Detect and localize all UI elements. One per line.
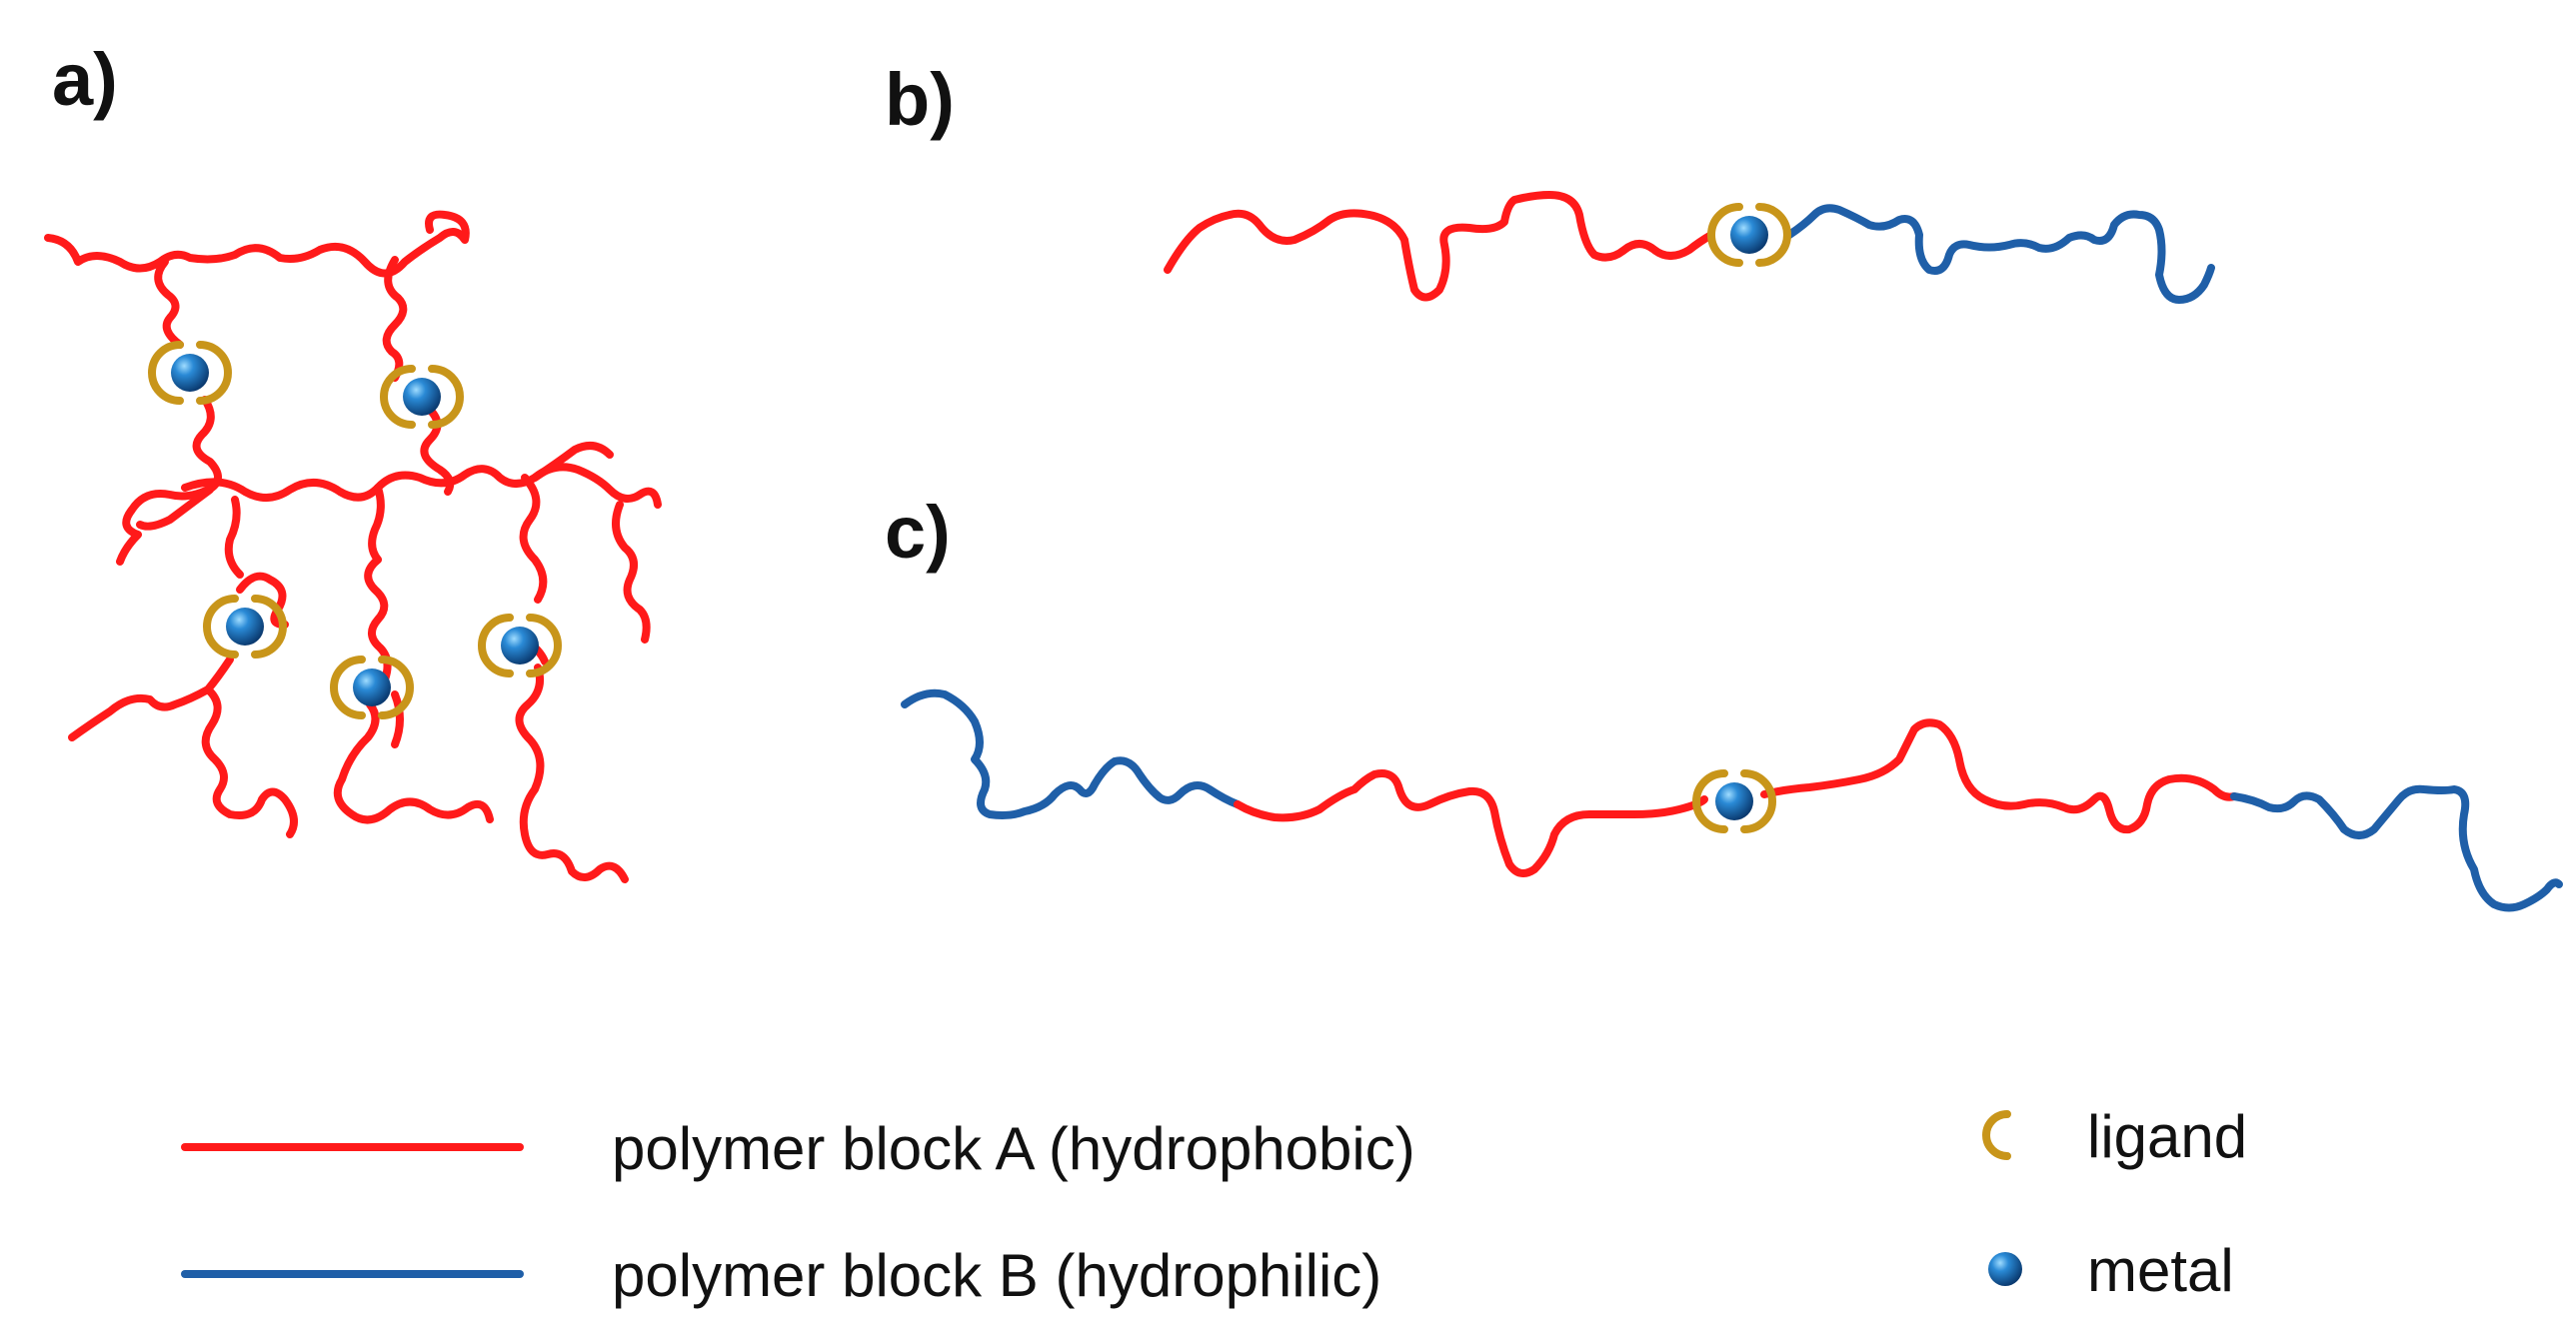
metal-ion [1730,216,1768,254]
block-a-chain-right [1760,718,2238,834]
ligand-right [1755,203,1791,267]
ligand-left [1692,769,1728,833]
ligand-left [478,614,514,677]
network-strand [364,556,392,683]
network-strand [515,664,629,883]
metal-complex-a1 [148,341,232,405]
network-strand [333,700,494,824]
network-strand [44,210,470,278]
ligand-left [1707,203,1743,267]
ligand-right [196,341,232,405]
network-strand [116,396,222,566]
ligand-icon [1982,1110,2011,1160]
panel-label-a: a) [52,38,118,121]
network-strand [181,463,662,509]
ligand-right [1740,769,1776,833]
metal-ion [1715,782,1753,820]
metal-complex-c [1692,769,1776,833]
network-strand [368,484,385,564]
block-b-chain-left [901,688,1242,819]
network-strand [201,685,298,838]
ligand-left [380,365,416,429]
ligand-left [148,341,184,405]
block-b-chain-right [2230,784,2563,912]
metal-ion [353,668,391,706]
network-strand [236,572,289,629]
metal-icon [1988,1252,2022,1286]
network-strand [612,501,651,644]
metal-ion [403,378,441,416]
network-strand [154,258,184,349]
metal-ion [171,354,209,392]
block-b-chain [1785,204,2215,304]
network-strand [531,442,614,482]
legend-label-block-a: polymer block A (hydrophobic) [612,1115,1415,1182]
metal-complex-a2 [380,365,464,429]
ligand-left [330,656,366,719]
panel-label-b: b) [885,58,955,141]
ligand-right [428,365,464,429]
metal-ion [501,627,539,664]
block-a-chain [1164,191,1715,302]
ligand-right [378,656,414,719]
block-a-chain-left [1234,769,1708,877]
network-strand [382,256,408,382]
network-strand [224,496,244,579]
panel-c-triblock [901,688,2563,912]
panel-a-network [44,210,662,883]
metal-complex-a5 [478,614,562,677]
network-strand [519,474,548,604]
legend-label-metal: metal [2087,1237,2234,1304]
metal-ion [226,608,264,646]
legend: polymer block A (hydrophobic) polymer bl… [181,1103,2247,1309]
metal-complex-a4 [330,656,414,719]
network-strand [68,656,234,741]
network-strand [391,690,404,748]
legend-label-ligand: ligand [2087,1103,2247,1170]
metal-complex-a3 [203,595,287,659]
ligand-right [526,614,562,677]
legend-label-block-b: polymer block B (hydrophilic) [612,1242,1381,1309]
metal-complex-b [1707,203,1791,267]
ligand-right [251,595,287,659]
panel-b-diblock [1164,191,2215,304]
network-strand [136,486,214,531]
panel-label-c: c) [885,491,951,574]
ligand-left [203,595,239,659]
